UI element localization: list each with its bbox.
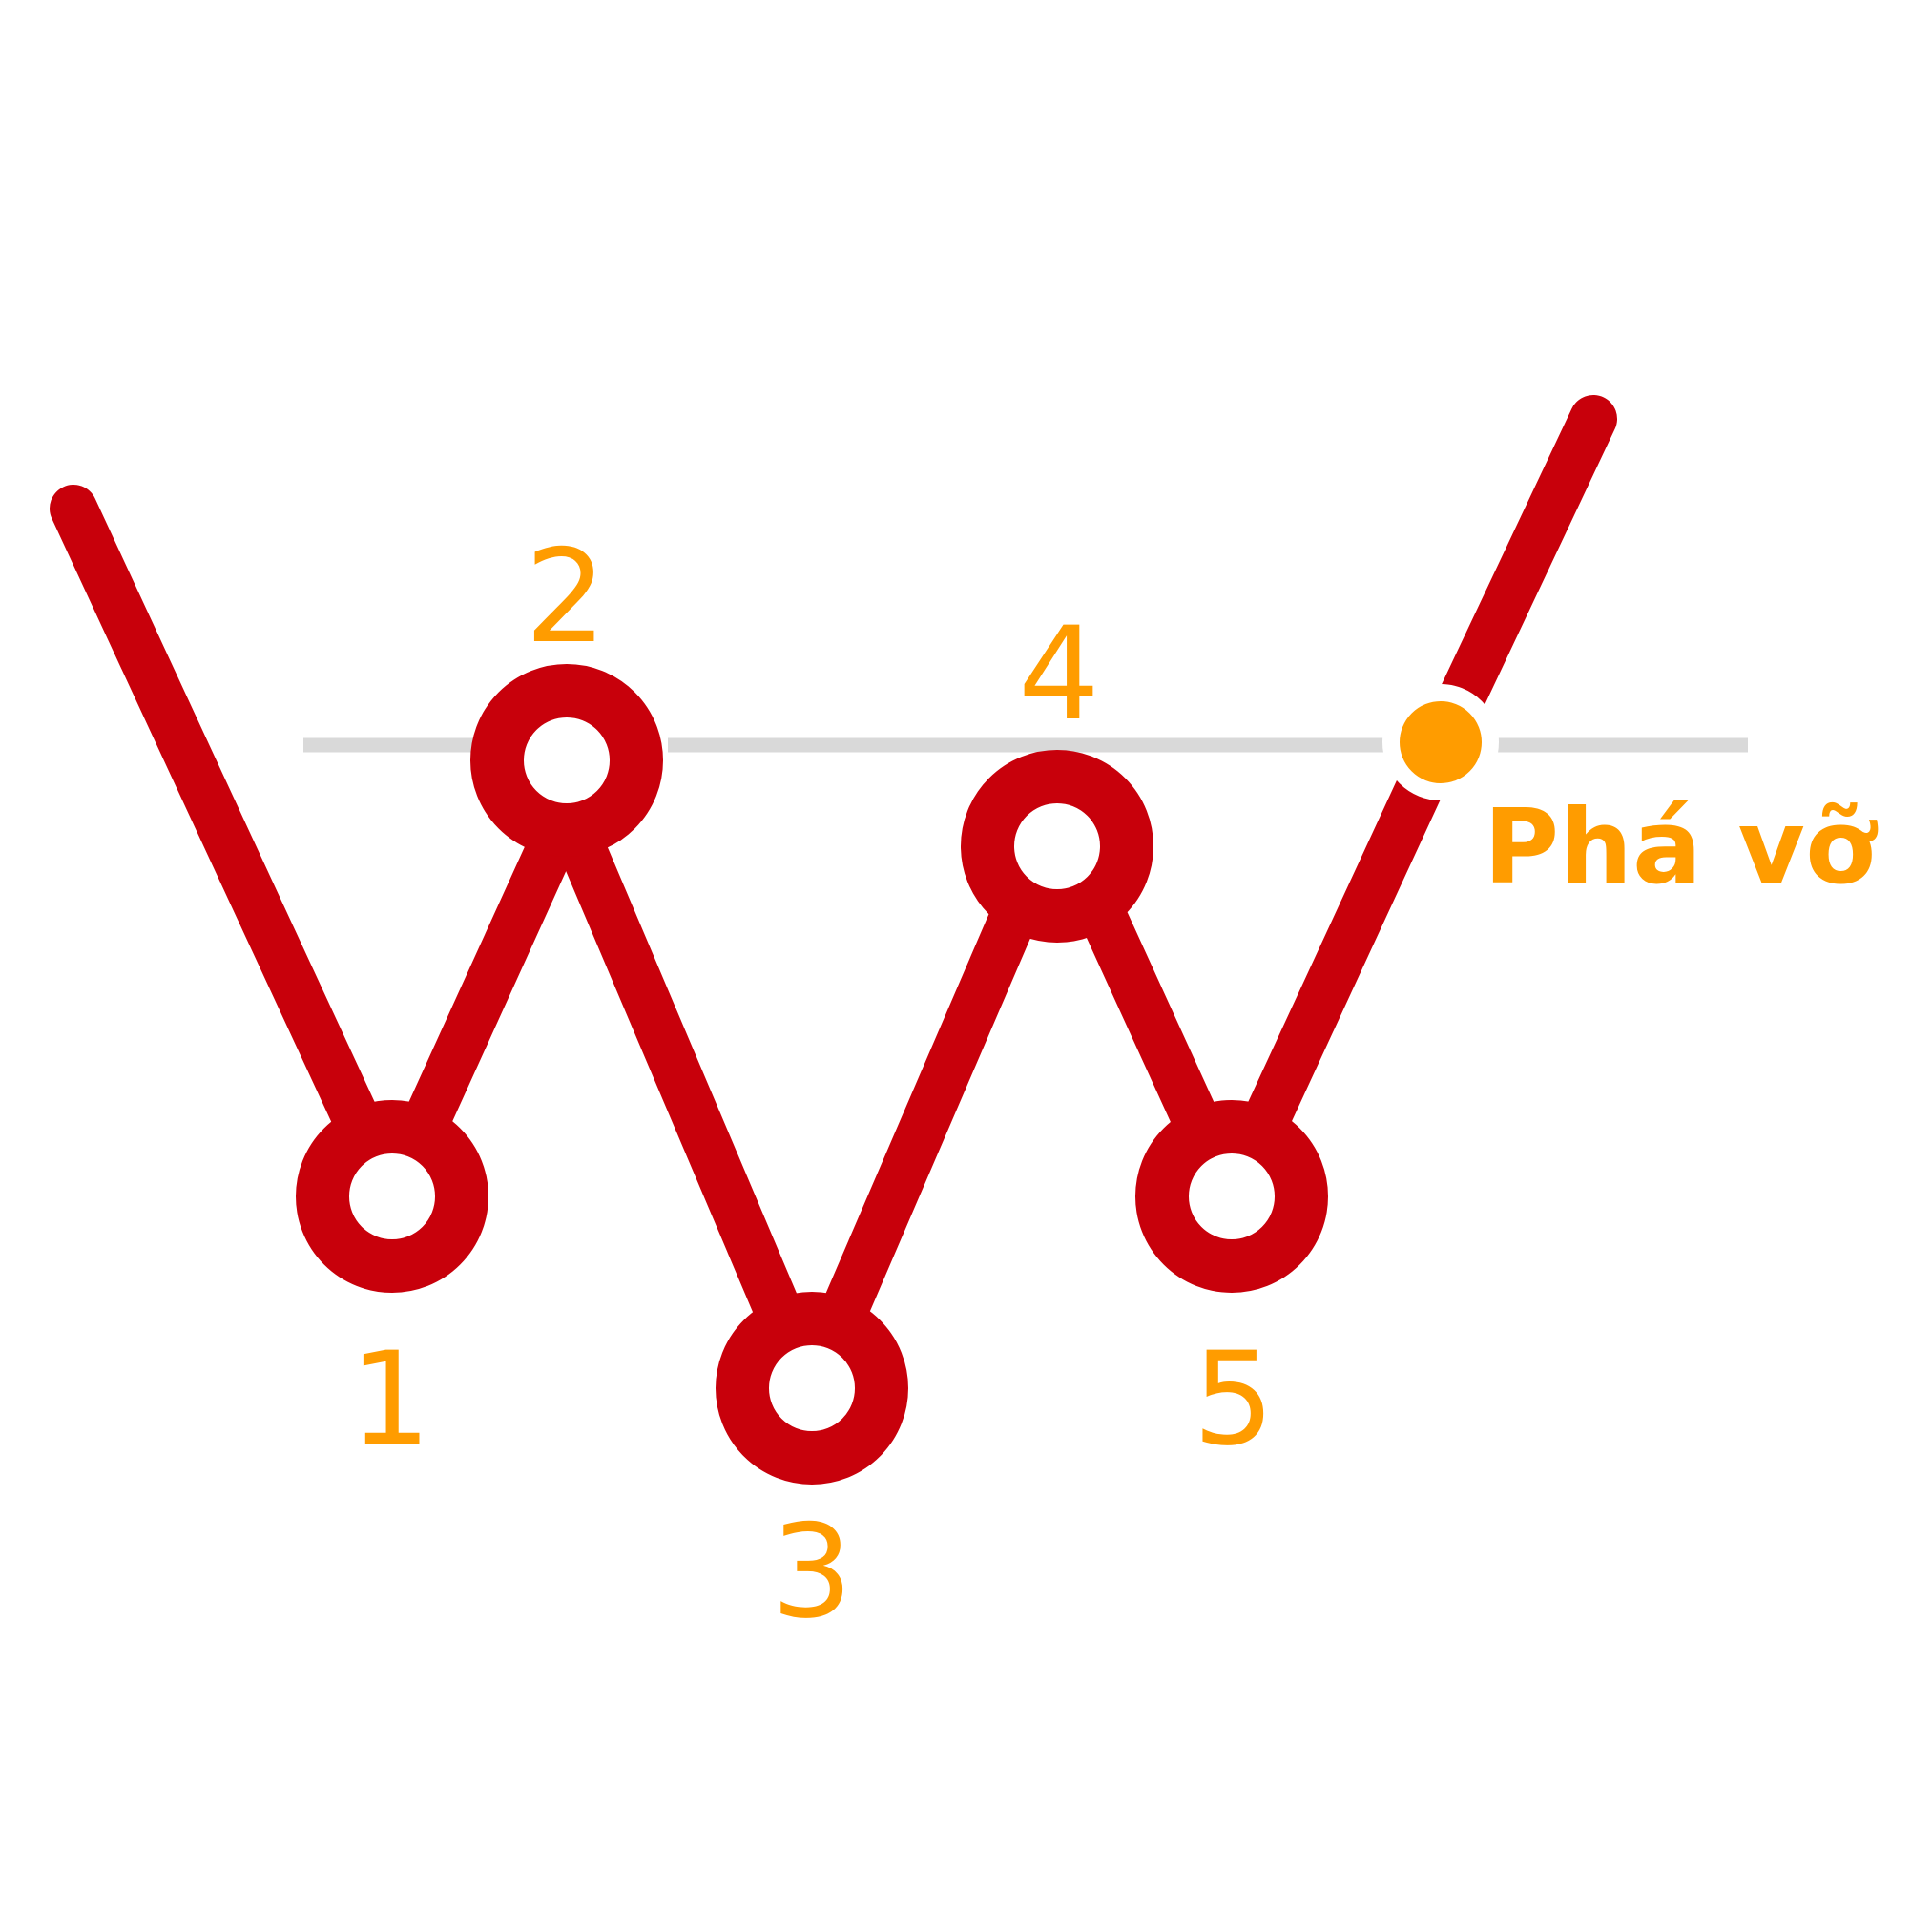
label-point-1: 1: [349, 1324, 431, 1474]
node-2: [470, 664, 663, 857]
pattern-nodes: [296, 664, 1328, 1485]
label-point-5: 5: [1193, 1324, 1275, 1474]
node-1: [296, 1100, 488, 1293]
node-5: [1135, 1100, 1328, 1293]
breakout-dot: [1382, 684, 1499, 800]
node-3: [716, 1292, 908, 1485]
label-point-2: 2: [525, 522, 607, 672]
label-point-4: 4: [1018, 599, 1100, 749]
breakout-label: Phá vỡ: [1484, 788, 1879, 907]
point-labels: 1 2 3 4 5: [349, 522, 1275, 1647]
label-point-3: 3: [771, 1497, 853, 1647]
pattern-line: [50, 395, 1617, 1412]
node-4: [961, 750, 1153, 943]
pattern-segment-entry: [50, 485, 416, 1220]
pattern-segment-2-3: [543, 788, 835, 1412]
pattern-segment-exit: [1417, 395, 1617, 766]
